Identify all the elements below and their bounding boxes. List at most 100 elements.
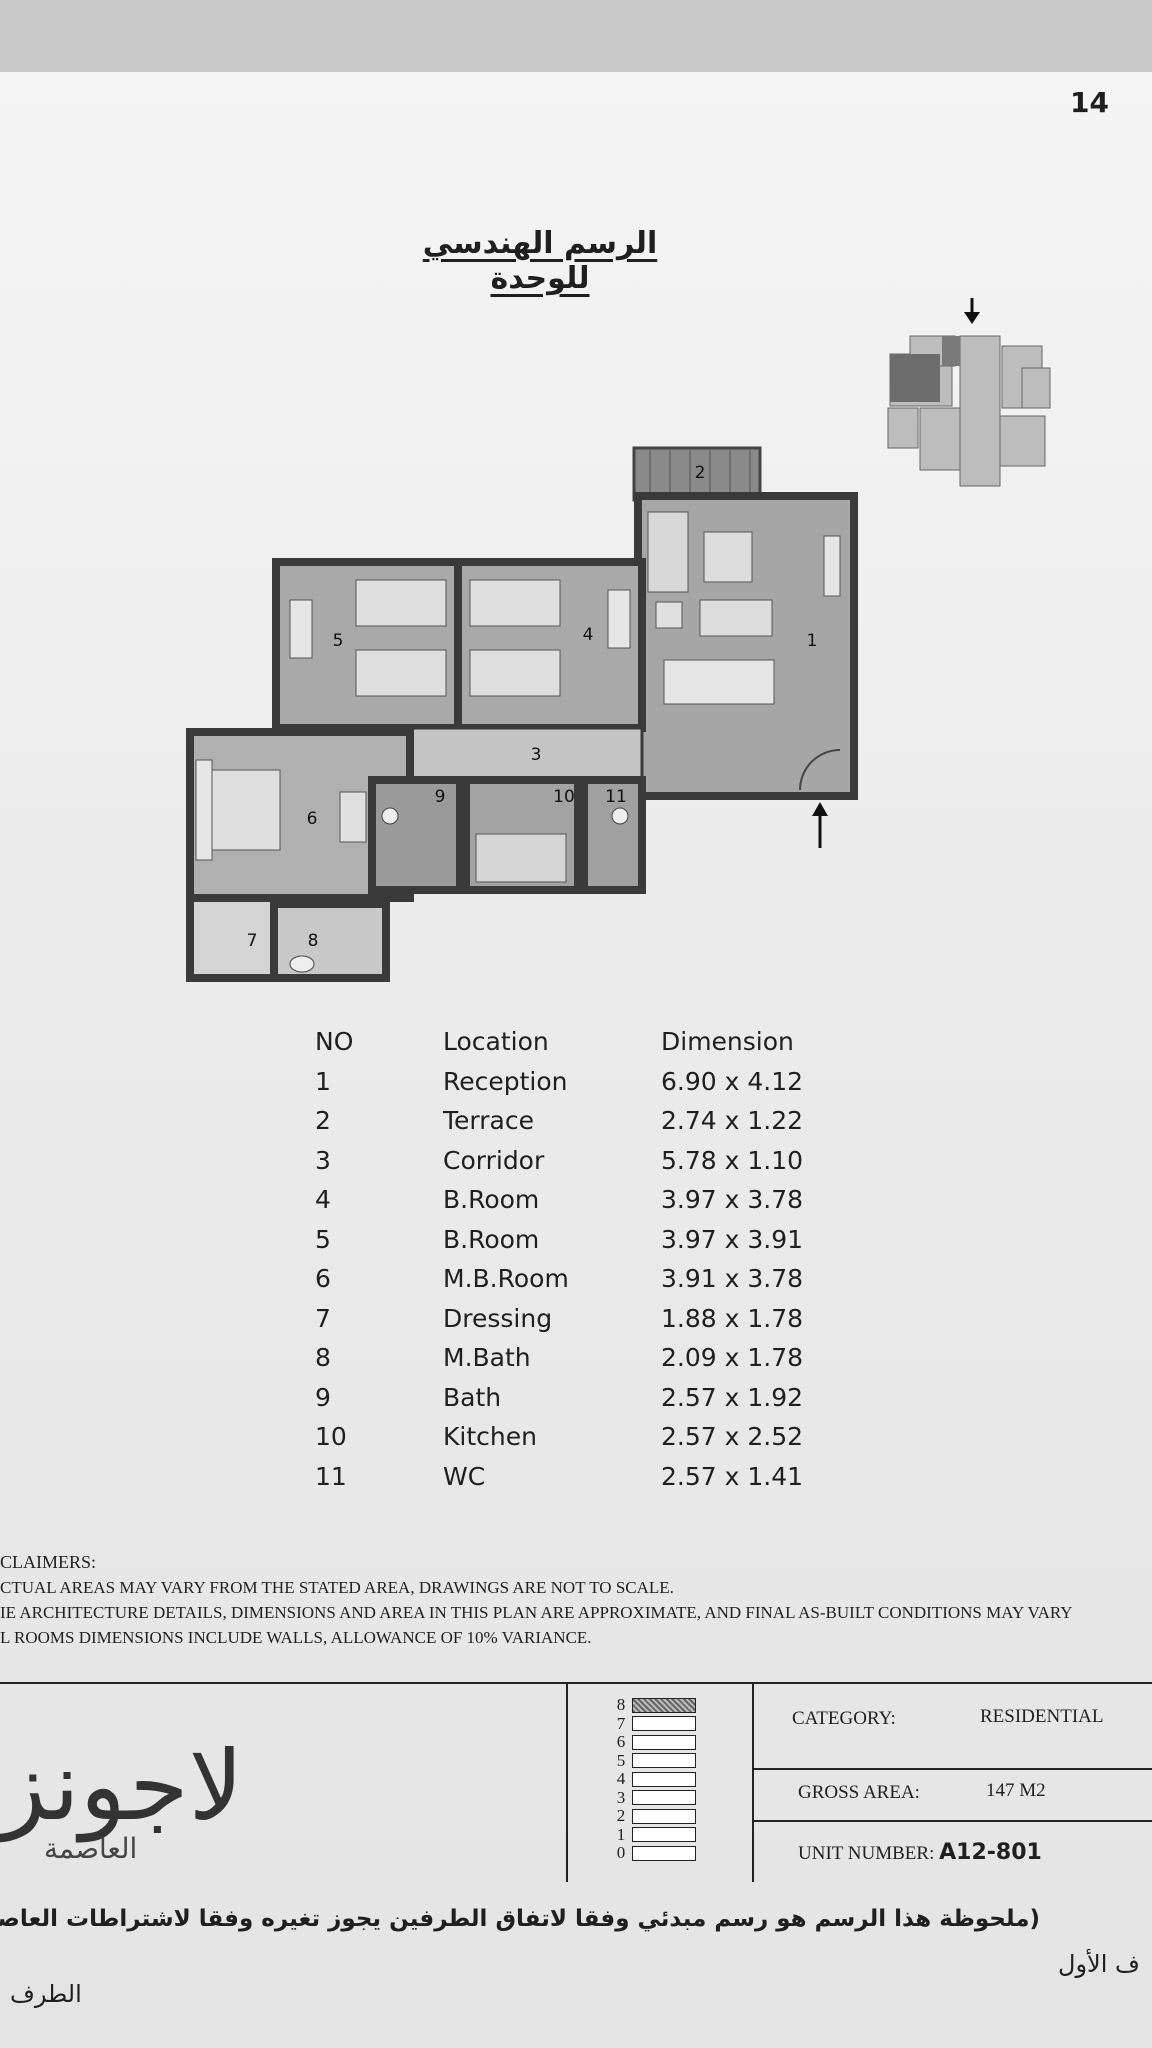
cell-location: B.Room: [443, 1185, 540, 1215]
cell-no: 2: [315, 1106, 331, 1136]
cell-location: Corridor: [443, 1145, 545, 1175]
room-number: 11: [605, 787, 627, 807]
floor-number: 1: [616, 1824, 626, 1844]
text-fragment-left: الطرف: [10, 1980, 82, 2008]
room-number: 7: [247, 931, 258, 951]
cell-no: 4: [315, 1185, 331, 1215]
room-number: 5: [333, 631, 344, 651]
cell-location: Terrace: [443, 1106, 534, 1136]
cell-location: M.Bath: [443, 1343, 531, 1373]
north-arrow-icon: [964, 298, 980, 324]
logo: لاجونز: [0, 1730, 247, 1842]
gross-area-label: GROSS AREA:: [798, 1782, 920, 1803]
cell-no: 3: [315, 1145, 331, 1175]
divider: [566, 1682, 568, 1882]
cell-dimension: 1.88 x 1.78: [661, 1303, 804, 1333]
divider: [752, 1820, 1152, 1822]
bath-room: [368, 776, 464, 894]
text-fragment-right: ف الأول: [1058, 1950, 1140, 1978]
floor-number: 2: [616, 1806, 626, 1826]
table-row: 4 B.Room 3.97 x 3.78: [315, 1180, 861, 1220]
floor-indicator: 8 7 6 5 4 3 2 1 0: [610, 1695, 696, 1863]
room-number: 2: [695, 463, 706, 483]
room-number: 1: [807, 631, 818, 651]
cell-dimension: 2.57 x 1.92: [661, 1382, 804, 1412]
floor-box: [632, 1808, 696, 1824]
disclaimer-line: L ROOMS DIMENSIONS INCLUDE WALLS, ALLOWA…: [0, 1628, 592, 1647]
divider: [0, 1682, 1152, 1684]
floor-box: [632, 1771, 696, 1787]
unit-number-label: UNIT NUMBER: A12-801: [798, 1840, 1042, 1865]
cell-location: B.Room: [443, 1224, 540, 1254]
room-number: 6: [307, 809, 318, 829]
entrance-arrow-icon: [812, 802, 828, 848]
corridor: [408, 726, 644, 782]
floor-number: 6: [616, 1732, 626, 1752]
cell-location: Kitchen: [443, 1422, 537, 1452]
cell-dimension: 3.97 x 3.91: [661, 1224, 804, 1254]
room-number: 8: [308, 931, 319, 951]
table-row: 5 B.Room 3.97 x 3.91: [315, 1220, 861, 1260]
cell-dimension: 5.78 x 1.10: [661, 1145, 804, 1175]
table-row: 9 Bath 2.57 x 1.92: [315, 1378, 861, 1418]
header-location: Location: [443, 1027, 549, 1057]
cell-location: Bath: [443, 1382, 502, 1412]
cell-no: 8: [315, 1343, 331, 1373]
page-number: 14: [1070, 86, 1109, 119]
table-row: 2 Terrace 2.74 x 1.22: [315, 1101, 861, 1141]
disclaimers: CLAIMERS: CTUAL AREAS MAY VARY FROM THE …: [0, 1550, 1073, 1650]
cell-location: Dressing: [443, 1303, 553, 1333]
title-block: لاجونز العاصمة 8 7 6 5 4 3 2 1 0 CATEGOR…: [0, 1682, 1152, 1882]
floor-number: 8: [616, 1695, 626, 1715]
room-number: 3: [531, 745, 542, 765]
gross-area-value: 147 M2: [986, 1780, 1046, 1801]
room-number: 10: [553, 787, 575, 807]
floor-box: [632, 1790, 696, 1806]
cell-no: 11: [315, 1461, 347, 1491]
floor-plan: 1 2 3 4 5 6 7 8 9 10 11: [186, 446, 858, 982]
table-row: 8 M.Bath 2.09 x 1.78: [315, 1338, 861, 1378]
cell-no: 10: [315, 1422, 347, 1452]
arabic-note: (ملحوظة هذا الرسم هو رسم مبدئي وفقا لاتف…: [0, 1906, 1040, 1932]
cell-dimension: 3.91 x 3.78: [661, 1264, 804, 1294]
floor-box: [632, 1734, 696, 1750]
cell-dimension: 6.90 x 4.12: [661, 1066, 804, 1096]
logo-subtitle: العاصمة: [44, 1832, 138, 1865]
disclaimers-heading: CLAIMERS:: [0, 1552, 97, 1572]
floor-box: [632, 1753, 696, 1769]
unit-number-label-text: UNIT NUMBER:: [798, 1843, 935, 1864]
table-row: 3 Corridor 5.78 x 1.10: [315, 1141, 861, 1181]
header-dimension: Dimension: [661, 1027, 794, 1057]
cell-no: 5: [315, 1224, 331, 1254]
top-background-strip: [0, 0, 1152, 72]
highlighted-unit: [890, 354, 940, 402]
cell-dimension: 2.57 x 1.41: [661, 1461, 804, 1491]
room-number: 9: [435, 787, 446, 807]
cell-dimension: 2.74 x 1.22: [661, 1106, 804, 1136]
room-number: 4: [583, 625, 594, 645]
dressing-room: [186, 894, 278, 982]
cell-dimension: 3.97 x 3.78: [661, 1185, 804, 1215]
cell-no: 1: [315, 1066, 331, 1096]
page-title: الرسم الهندسي للوحدة: [422, 226, 658, 296]
floor-number: 0: [616, 1843, 626, 1863]
category-label: CATEGORY:: [792, 1708, 896, 1729]
cell-no: 9: [315, 1382, 331, 1412]
cell-no: 7: [315, 1303, 331, 1333]
disclaimer-line: CTUAL AREAS MAY VARY FROM THE STATED ARE…: [0, 1578, 674, 1597]
key-plan: [887, 298, 1051, 487]
floor-number: 5: [616, 1750, 626, 1770]
table-header-row: NO Location Dimension: [315, 1022, 861, 1062]
cell-dimension: 2.09 x 1.78: [661, 1343, 804, 1373]
floor-box: [632, 1827, 696, 1843]
divider: [752, 1682, 754, 1882]
unit-number-value: A12-801: [939, 1840, 1042, 1865]
floor-number: 4: [616, 1769, 626, 1789]
floor-box: [632, 1845, 696, 1861]
floor-box-active: [632, 1697, 696, 1713]
